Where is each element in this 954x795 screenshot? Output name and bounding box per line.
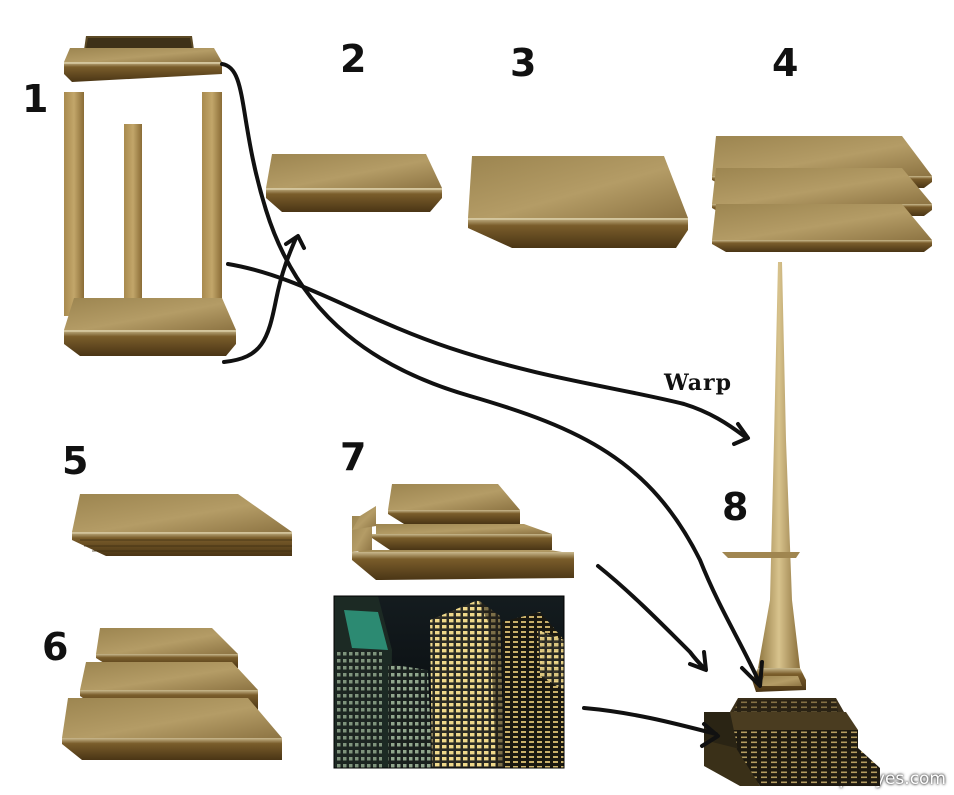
piece-6-stack	[62, 628, 282, 760]
piece-1-cap	[64, 36, 222, 82]
arrow-tiers-to-base	[598, 566, 704, 668]
piece-4-stack	[712, 136, 932, 252]
arrow-photo-to-base	[584, 708, 716, 734]
piece-7-tiers	[352, 484, 574, 580]
piece-5-slab	[72, 494, 292, 556]
piece-3-slab	[468, 156, 688, 248]
piece-8-spire	[722, 262, 806, 692]
arrow-pillars-to-spire	[228, 264, 744, 436]
piece-1-base	[64, 298, 236, 356]
piece-1-pillars	[64, 92, 222, 320]
piece-8-base	[704, 698, 880, 786]
city-photo	[334, 596, 564, 768]
piece-2-slab	[266, 154, 442, 212]
